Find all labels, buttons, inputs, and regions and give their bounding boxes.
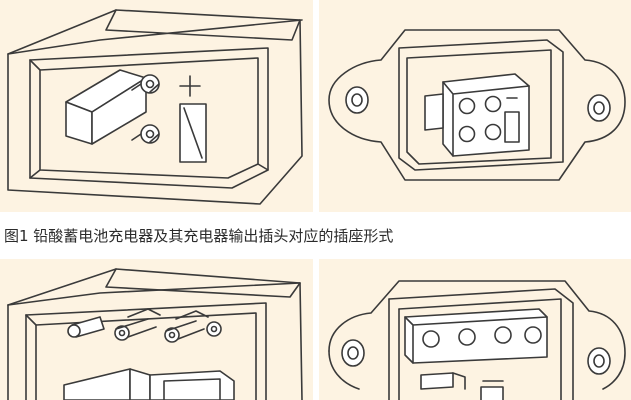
socket-drawing-front-2pin [7,9,303,205]
socket-drawing-flanged-3hole [328,29,626,181]
socket-illustration-flanged-4hole [319,259,631,400]
socket-drawing-front-4pin [7,268,303,400]
socket-illustration-flanged-3hole [319,0,631,212]
figure-caption: 图1 铅酸蓄电池充电器及其充电器输出插头对应的插座形式 [4,227,394,245]
socket-drawing-flanged-4hole [328,280,626,400]
socket-illustration-front-2pin [0,0,313,212]
socket-illustration-front-4pin [0,259,313,400]
